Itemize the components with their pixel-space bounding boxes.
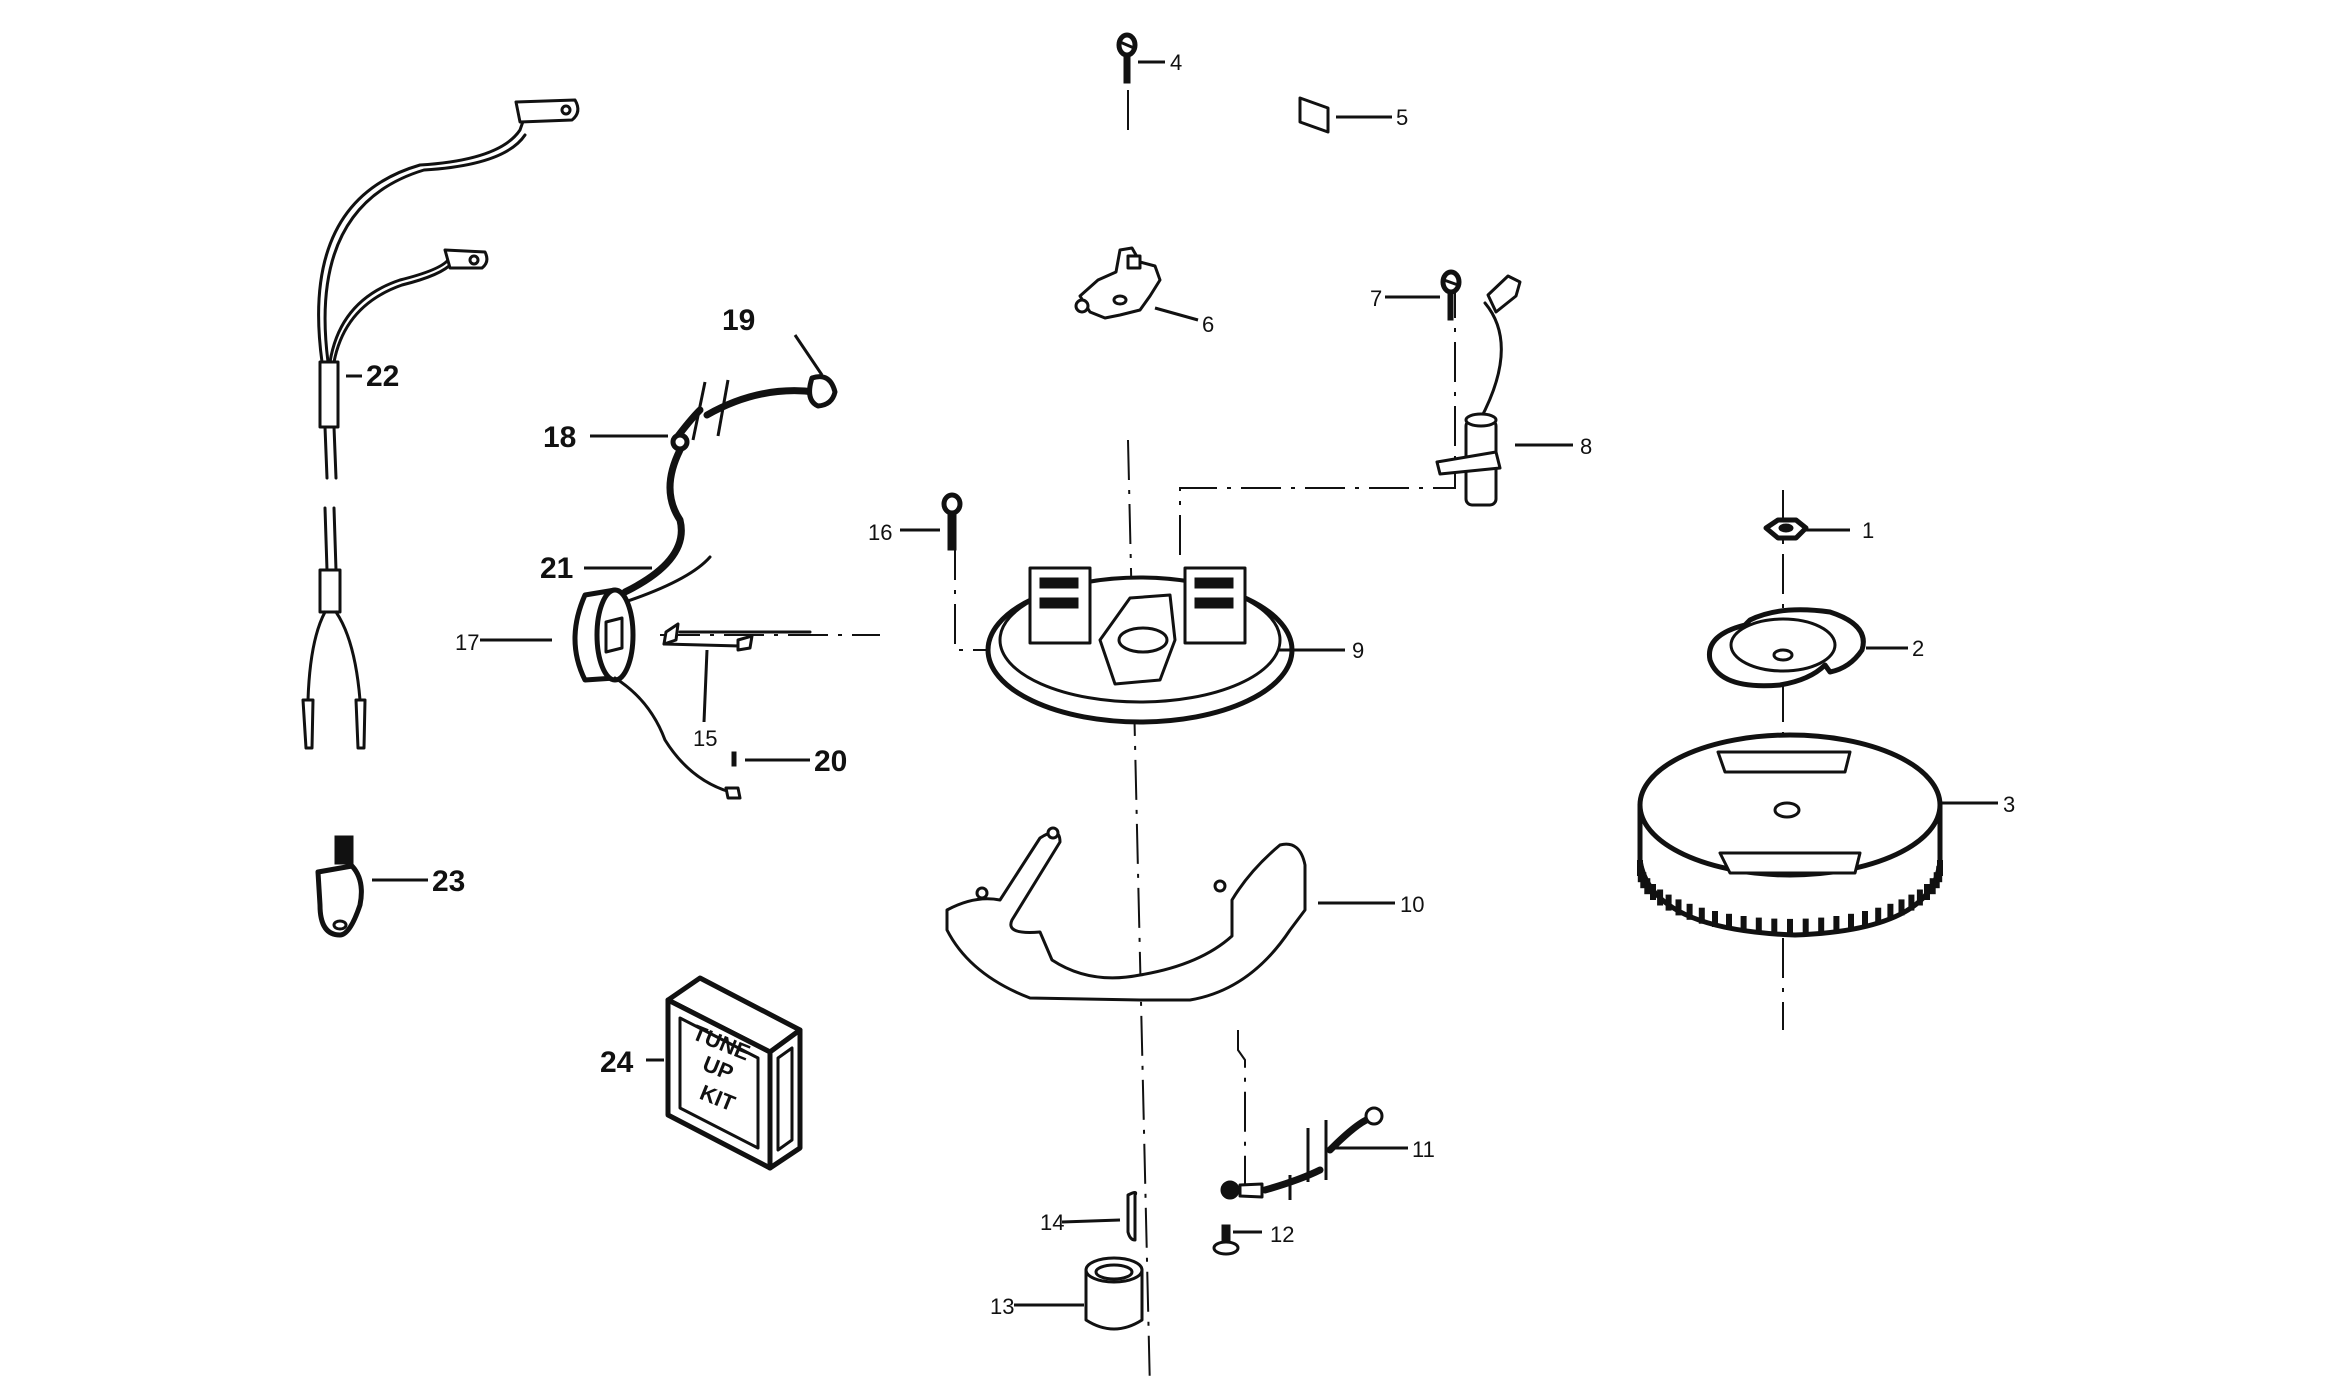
assembly-axes bbox=[660, 90, 1784, 1378]
flywheel-fin bbox=[1650, 884, 1656, 900]
callout-20: 20 bbox=[814, 745, 847, 778]
part-20-coil-lead-terminal[interactable]: 20 bbox=[731, 745, 847, 778]
callout-10: 10 bbox=[1400, 892, 1424, 917]
flywheel-fin bbox=[1665, 894, 1672, 911]
part-13-cam[interactable]: 13 bbox=[990, 1256, 1144, 1331]
callout-15: 15 bbox=[693, 726, 717, 751]
part-22-wire-harness[interactable]: 22 bbox=[301, 98, 580, 750]
flywheel-fin bbox=[1657, 889, 1664, 906]
flywheel-fin bbox=[1862, 911, 1868, 927]
part-9-armature-plate[interactable]: 9 bbox=[985, 566, 1364, 725]
part-8-condenser[interactable]: 8 bbox=[1435, 274, 1592, 507]
callout-12: 12 bbox=[1270, 1222, 1294, 1247]
part-2-starter-cup[interactable]: 2 bbox=[1706, 607, 1924, 689]
callout-16: 16 bbox=[868, 520, 892, 545]
flywheel-fin bbox=[1686, 903, 1693, 920]
part-6-breaker-points[interactable]: 6 bbox=[1074, 246, 1214, 337]
part-24-tune-up-kit[interactable]: TUNE UP KIT 24 bbox=[600, 975, 803, 1171]
part-15-wedge[interactable]: 15 bbox=[662, 622, 812, 751]
callout-11: 11 bbox=[1412, 1137, 1435, 1162]
callout-24: 24 bbox=[600, 1046, 634, 1079]
callout-18: 18 bbox=[543, 421, 576, 454]
callout-5: 5 bbox=[1396, 105, 1408, 130]
part-3-flywheel[interactable]: 3 bbox=[1637, 732, 2015, 938]
callout-3: 3 bbox=[2003, 792, 2015, 817]
callout-2: 2 bbox=[1912, 636, 1924, 661]
flywheel-fin bbox=[1908, 894, 1915, 911]
flywheel-fin bbox=[1698, 907, 1705, 924]
flywheel-fin bbox=[1818, 917, 1825, 934]
part-14-key[interactable]: 14 bbox=[1040, 1191, 1138, 1242]
callout-23: 23 bbox=[432, 865, 465, 898]
part-1-flywheel-nut[interactable]: 1 bbox=[1763, 517, 1874, 543]
flywheel-fin bbox=[1898, 899, 1905, 916]
part-16-screw[interactable]: 16 bbox=[868, 492, 963, 551]
flywheel-fin bbox=[1887, 903, 1894, 920]
flywheel-fin bbox=[1787, 918, 1793, 935]
part-5-felt[interactable]: 5 bbox=[1298, 96, 1408, 134]
callout-17: 17 bbox=[455, 630, 479, 655]
flywheel-fin bbox=[1675, 899, 1682, 916]
part-4-screw[interactable]: 4 bbox=[1116, 32, 1182, 84]
flywheel-fin bbox=[1740, 916, 1747, 932]
callout-6: 6 bbox=[1202, 312, 1214, 337]
flywheel-fin bbox=[1771, 918, 1778, 935]
callout-21: 21 bbox=[540, 552, 573, 585]
callout-8: 8 bbox=[1580, 434, 1592, 459]
flywheel-fin bbox=[1916, 889, 1923, 906]
flywheel-fins bbox=[1637, 860, 1943, 935]
part-7-screw[interactable]: 7 bbox=[1370, 269, 1462, 321]
flywheel-fin bbox=[1712, 911, 1718, 927]
part-19-spark-plug-boot[interactable]: 19 bbox=[703, 304, 838, 419]
callout-7: 7 bbox=[1370, 286, 1382, 311]
part-21-coil-lead[interactable]: 21 bbox=[540, 446, 712, 604]
part-12-screw[interactable]: 12 bbox=[1212, 1222, 1294, 1256]
part-10-retainer-plate[interactable]: 10 bbox=[945, 826, 1424, 1002]
flywheel-fin bbox=[1802, 918, 1809, 935]
callout-9: 9 bbox=[1352, 638, 1364, 663]
flywheel-fin bbox=[1848, 913, 1854, 930]
flywheel-fin bbox=[1726, 913, 1732, 930]
flywheel-fin bbox=[1833, 916, 1840, 932]
callout-4: 4 bbox=[1170, 50, 1182, 75]
flywheel-fin bbox=[1644, 878, 1651, 895]
flywheel-fin bbox=[1924, 884, 1930, 900]
part-17-coil[interactable]: 17 bbox=[455, 587, 742, 800]
part-11-ground-wire[interactable]: 11 bbox=[1220, 1106, 1435, 1200]
callout-14: 14 bbox=[1040, 1210, 1064, 1235]
flywheel-fin bbox=[1937, 860, 1943, 876]
part-18-clip[interactable]: 18 bbox=[543, 379, 730, 454]
flywheel-fin bbox=[1640, 872, 1647, 889]
callout-19: 19 bbox=[722, 304, 755, 337]
flywheel-fin bbox=[1875, 907, 1882, 924]
flywheel-fin bbox=[1929, 878, 1936, 895]
flywheel-fin bbox=[1755, 917, 1762, 934]
part-23-spark-plug[interactable]: 23 bbox=[315, 835, 465, 938]
callout-22: 22 bbox=[366, 360, 399, 393]
callout-13: 13 bbox=[990, 1294, 1014, 1319]
callout-1: 1 bbox=[1862, 518, 1874, 543]
